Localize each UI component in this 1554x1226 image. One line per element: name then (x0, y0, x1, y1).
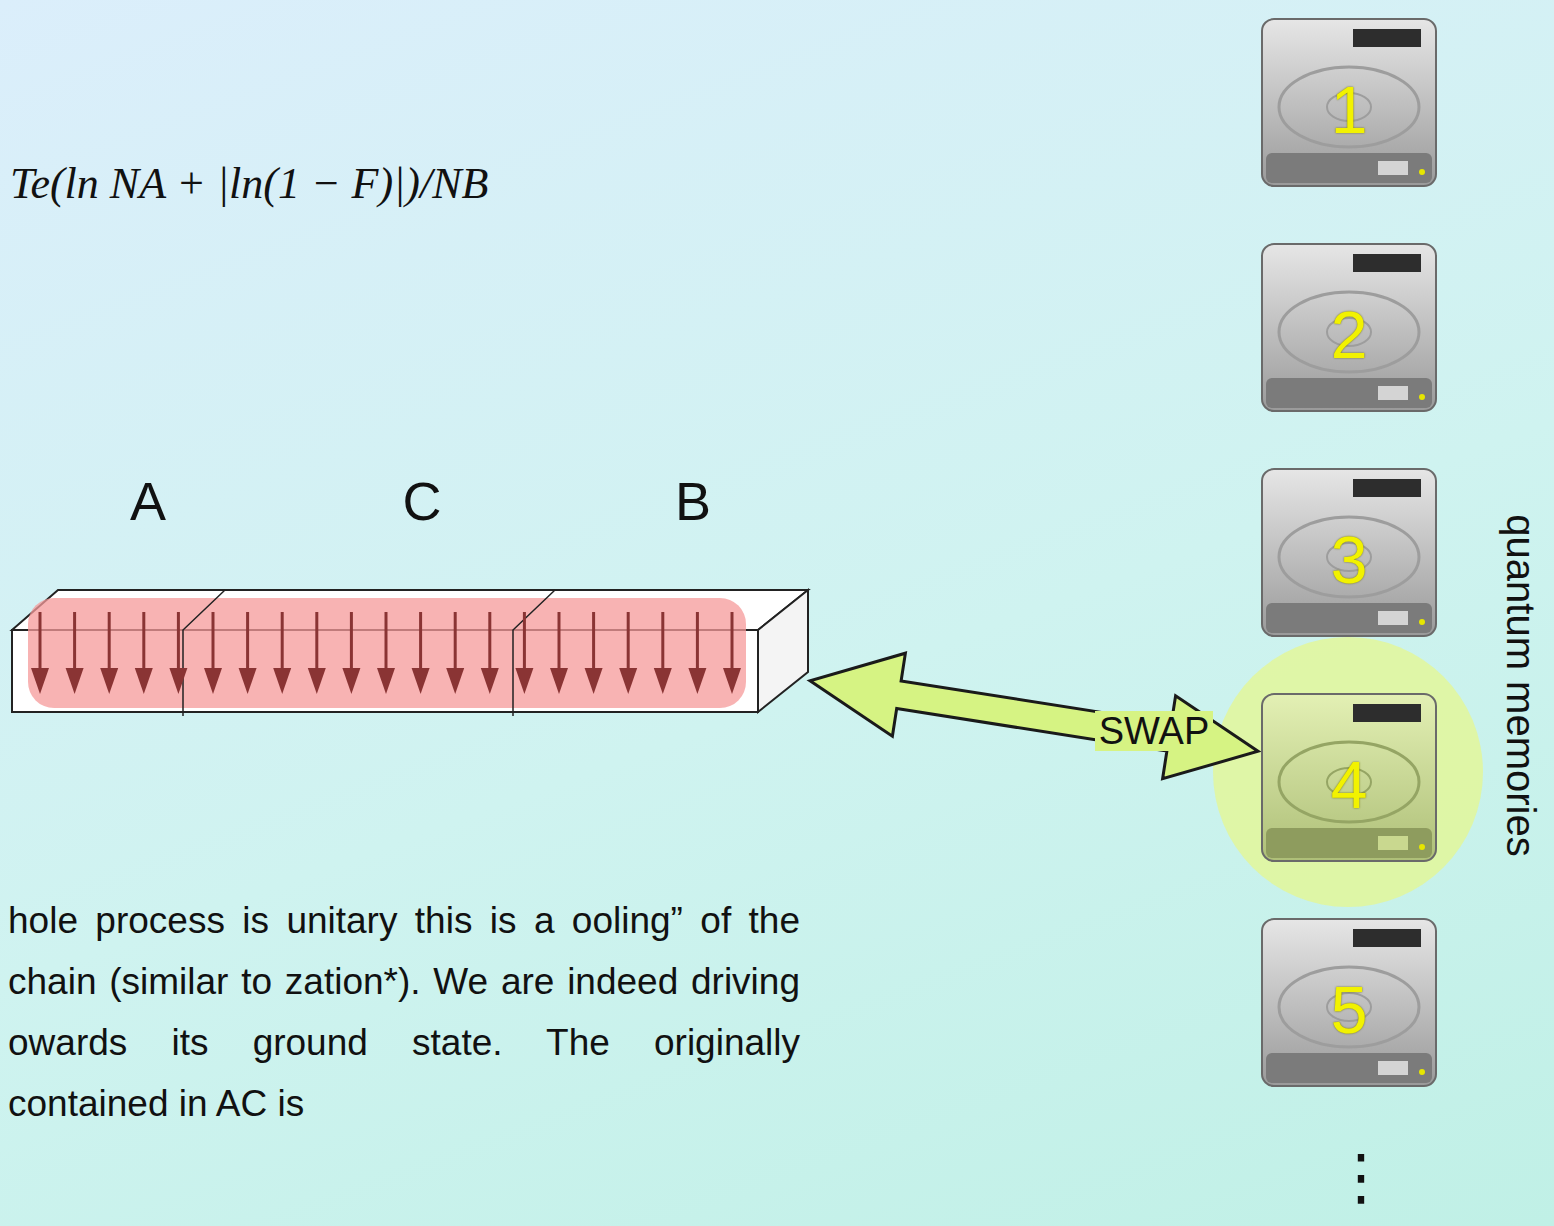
drive-led (1419, 619, 1425, 625)
drive-disc (1279, 517, 1419, 597)
spin-head (654, 668, 672, 694)
drive-sticker (1353, 29, 1421, 47)
region-label: C (403, 470, 442, 532)
drive-front (1266, 378, 1432, 408)
drive-sticker (1353, 929, 1421, 947)
spin-arrow (31, 612, 49, 694)
region-divider (513, 590, 555, 716)
spin-arrow (412, 612, 430, 694)
quantum-memory: 1 (1258, 15, 1440, 190)
drive-disc (1279, 742, 1419, 822)
region-divider (183, 590, 225, 716)
drive-led (1419, 1069, 1425, 1075)
spin-arrow (342, 612, 360, 694)
spin-chain: ACB (10, 470, 810, 715)
spin-arrow (515, 612, 533, 694)
spin-head (342, 668, 360, 694)
spin-arrow (446, 612, 464, 694)
spin-head (515, 668, 533, 694)
edge-label: SWAP (1095, 711, 1214, 751)
quantum-memory: 4 (1258, 690, 1440, 865)
chain-side (758, 590, 808, 712)
spin-arrows (31, 612, 741, 694)
spin-head (412, 668, 430, 694)
drive-led (1419, 844, 1425, 850)
spin-arrow (688, 612, 706, 694)
spin-head (273, 668, 291, 694)
spin-head (169, 668, 187, 694)
spin-arrow (273, 612, 291, 694)
drive-slot (1378, 836, 1408, 850)
spin-arrow (619, 612, 637, 694)
drive-front (1266, 828, 1432, 858)
spin-arrow (204, 612, 222, 694)
drive-sticker (1353, 704, 1421, 722)
drive-body (1262, 694, 1436, 861)
drive-front (1266, 153, 1432, 183)
spin-head (377, 668, 395, 694)
spin-arrow (308, 612, 326, 694)
drive-disc (1279, 967, 1419, 1047)
drive-sticker (1353, 479, 1421, 497)
spin-head (585, 668, 603, 694)
spin-arrow (100, 612, 118, 694)
spin-head (481, 668, 499, 694)
drive-led (1419, 169, 1425, 175)
quantum-memory: 5 (1258, 915, 1440, 1090)
spin-head (66, 668, 84, 694)
swap-arrow (810, 653, 1258, 779)
drive-slot (1378, 611, 1408, 625)
spin-head (308, 668, 326, 694)
quantum-memory: 2 (1258, 240, 1440, 415)
drive-slot (1378, 386, 1408, 400)
spin-arrow (66, 612, 84, 694)
drive-front (1266, 1053, 1432, 1083)
spin-arrow (135, 612, 153, 694)
memory-number: 2 (1331, 297, 1368, 373)
drive-disc (1279, 292, 1419, 372)
drive-disc (1279, 67, 1419, 147)
drive-slot (1378, 161, 1408, 175)
formula: Te(ln NA + |ln(1 − F)|)/NB (10, 158, 488, 209)
memory-number: 3 (1331, 522, 1368, 598)
spin-head (239, 668, 257, 694)
quantum-memory: 3 (1258, 465, 1440, 640)
drive-front (1266, 603, 1432, 633)
spin-head (100, 668, 118, 694)
region-highlight (28, 598, 746, 708)
highlight-glow (1213, 637, 1483, 907)
drive-body (1262, 469, 1436, 636)
memory-number: 4 (1331, 747, 1368, 823)
spin-head (688, 668, 706, 694)
drive-sticker (1353, 254, 1421, 272)
spin-arrow (585, 612, 603, 694)
region-label: A (130, 470, 166, 532)
spin-arrow (654, 612, 672, 694)
spin-arrow (550, 612, 568, 694)
drive-body (1262, 244, 1436, 411)
axis-label: quantum memories (1498, 514, 1543, 856)
body-text: hole process is unitary this is a ooling… (8, 890, 800, 1134)
spin-head (204, 668, 222, 694)
drive-led (1419, 394, 1425, 400)
spin-head (446, 668, 464, 694)
spin-arrow (169, 612, 187, 694)
spin-head (550, 668, 568, 694)
drive-slot (1378, 1061, 1408, 1075)
spin-arrow (481, 612, 499, 694)
drive-body (1262, 919, 1436, 1086)
spin-head (723, 668, 741, 694)
spin-arrow (239, 612, 257, 694)
memory-number: 1 (1331, 72, 1368, 148)
spin-head (31, 668, 49, 694)
memory-number: 5 (1331, 972, 1368, 1048)
spin-head (135, 668, 153, 694)
spin-head (619, 668, 637, 694)
region-label: B (675, 470, 711, 532)
spin-arrow (723, 612, 741, 694)
drive-body (1262, 19, 1436, 186)
ellipsis-dots: ⋮ (1330, 1140, 1392, 1213)
spin-arrow (377, 612, 395, 694)
